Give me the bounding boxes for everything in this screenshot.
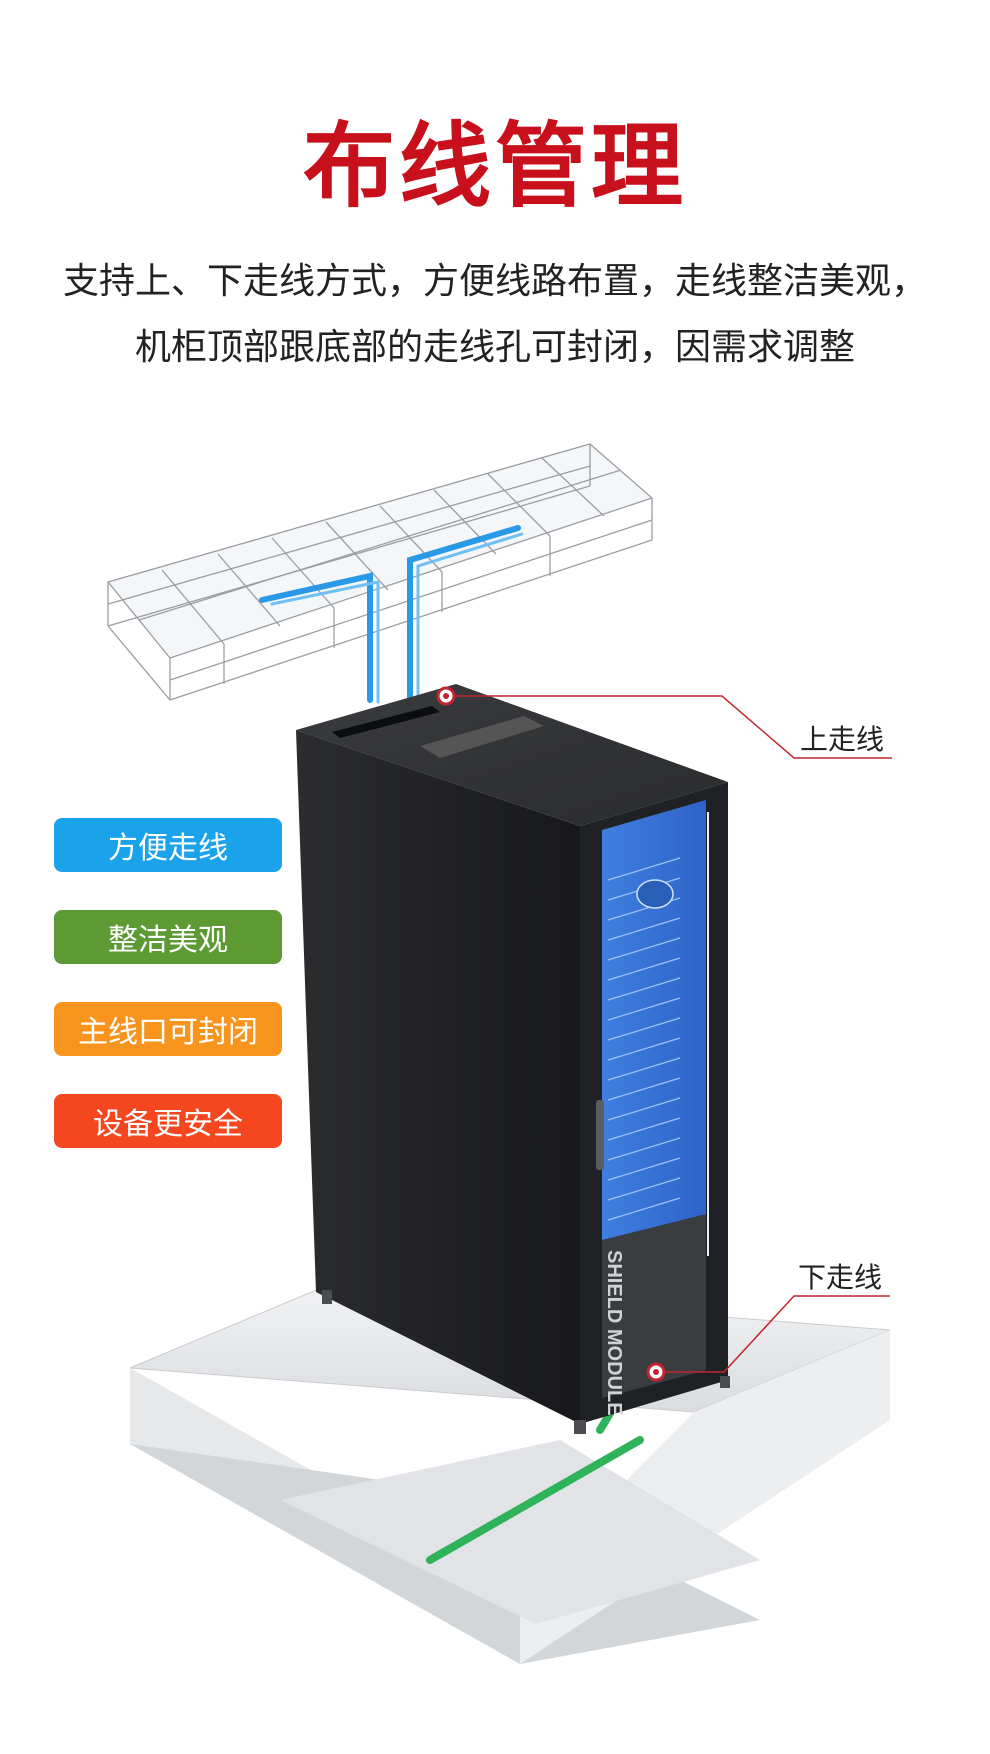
callout-dots — [436, 686, 666, 1382]
feature-tag-safety: 设备更安全 — [54, 1094, 282, 1148]
feature-tag-label: 整洁美观 — [108, 923, 228, 958]
top-cables — [259, 525, 524, 704]
cabinet-illustration: SHIELD MODULE — [106, 443, 892, 1664]
callout-bottom-wiring: 下走线 — [798, 1261, 883, 1294]
lower-module — [602, 1214, 706, 1398]
cabinet-feet — [322, 1290, 730, 1434]
top-cable-slot — [332, 706, 440, 738]
page-title: 布线管理 — [302, 113, 687, 220]
description-line-2: 机柜顶部跟底部的走线孔可封闭，因需求调整 — [134, 327, 855, 368]
feature-tag-label: 设备更安全 — [93, 1107, 243, 1142]
rack-units — [607, 857, 681, 1221]
callout-lines — [446, 695, 892, 1373]
callout-top-wiring: 上走线 — [800, 723, 885, 756]
feature-tag-convenient-wiring: 方便走线 — [54, 818, 282, 872]
cabinet-front-text: SHIELD MODULE — [603, 1250, 625, 1416]
feature-tag-closable-port: 主线口可封闭 — [54, 1002, 282, 1056]
description-line-1: 支持上、下走线方式，方便线路布置，走线整洁美观， — [62, 261, 927, 302]
feature-tag-label: 主线口可封闭 — [78, 1015, 258, 1050]
cable-tray — [106, 443, 654, 701]
feature-tag-label: 方便走线 — [108, 831, 228, 866]
door-handle — [596, 1100, 604, 1170]
door-logo — [636, 879, 674, 909]
cabinet-side-panel — [296, 730, 580, 1424]
feature-tag-neat: 整洁美观 — [54, 910, 282, 964]
top-vent — [420, 716, 544, 758]
